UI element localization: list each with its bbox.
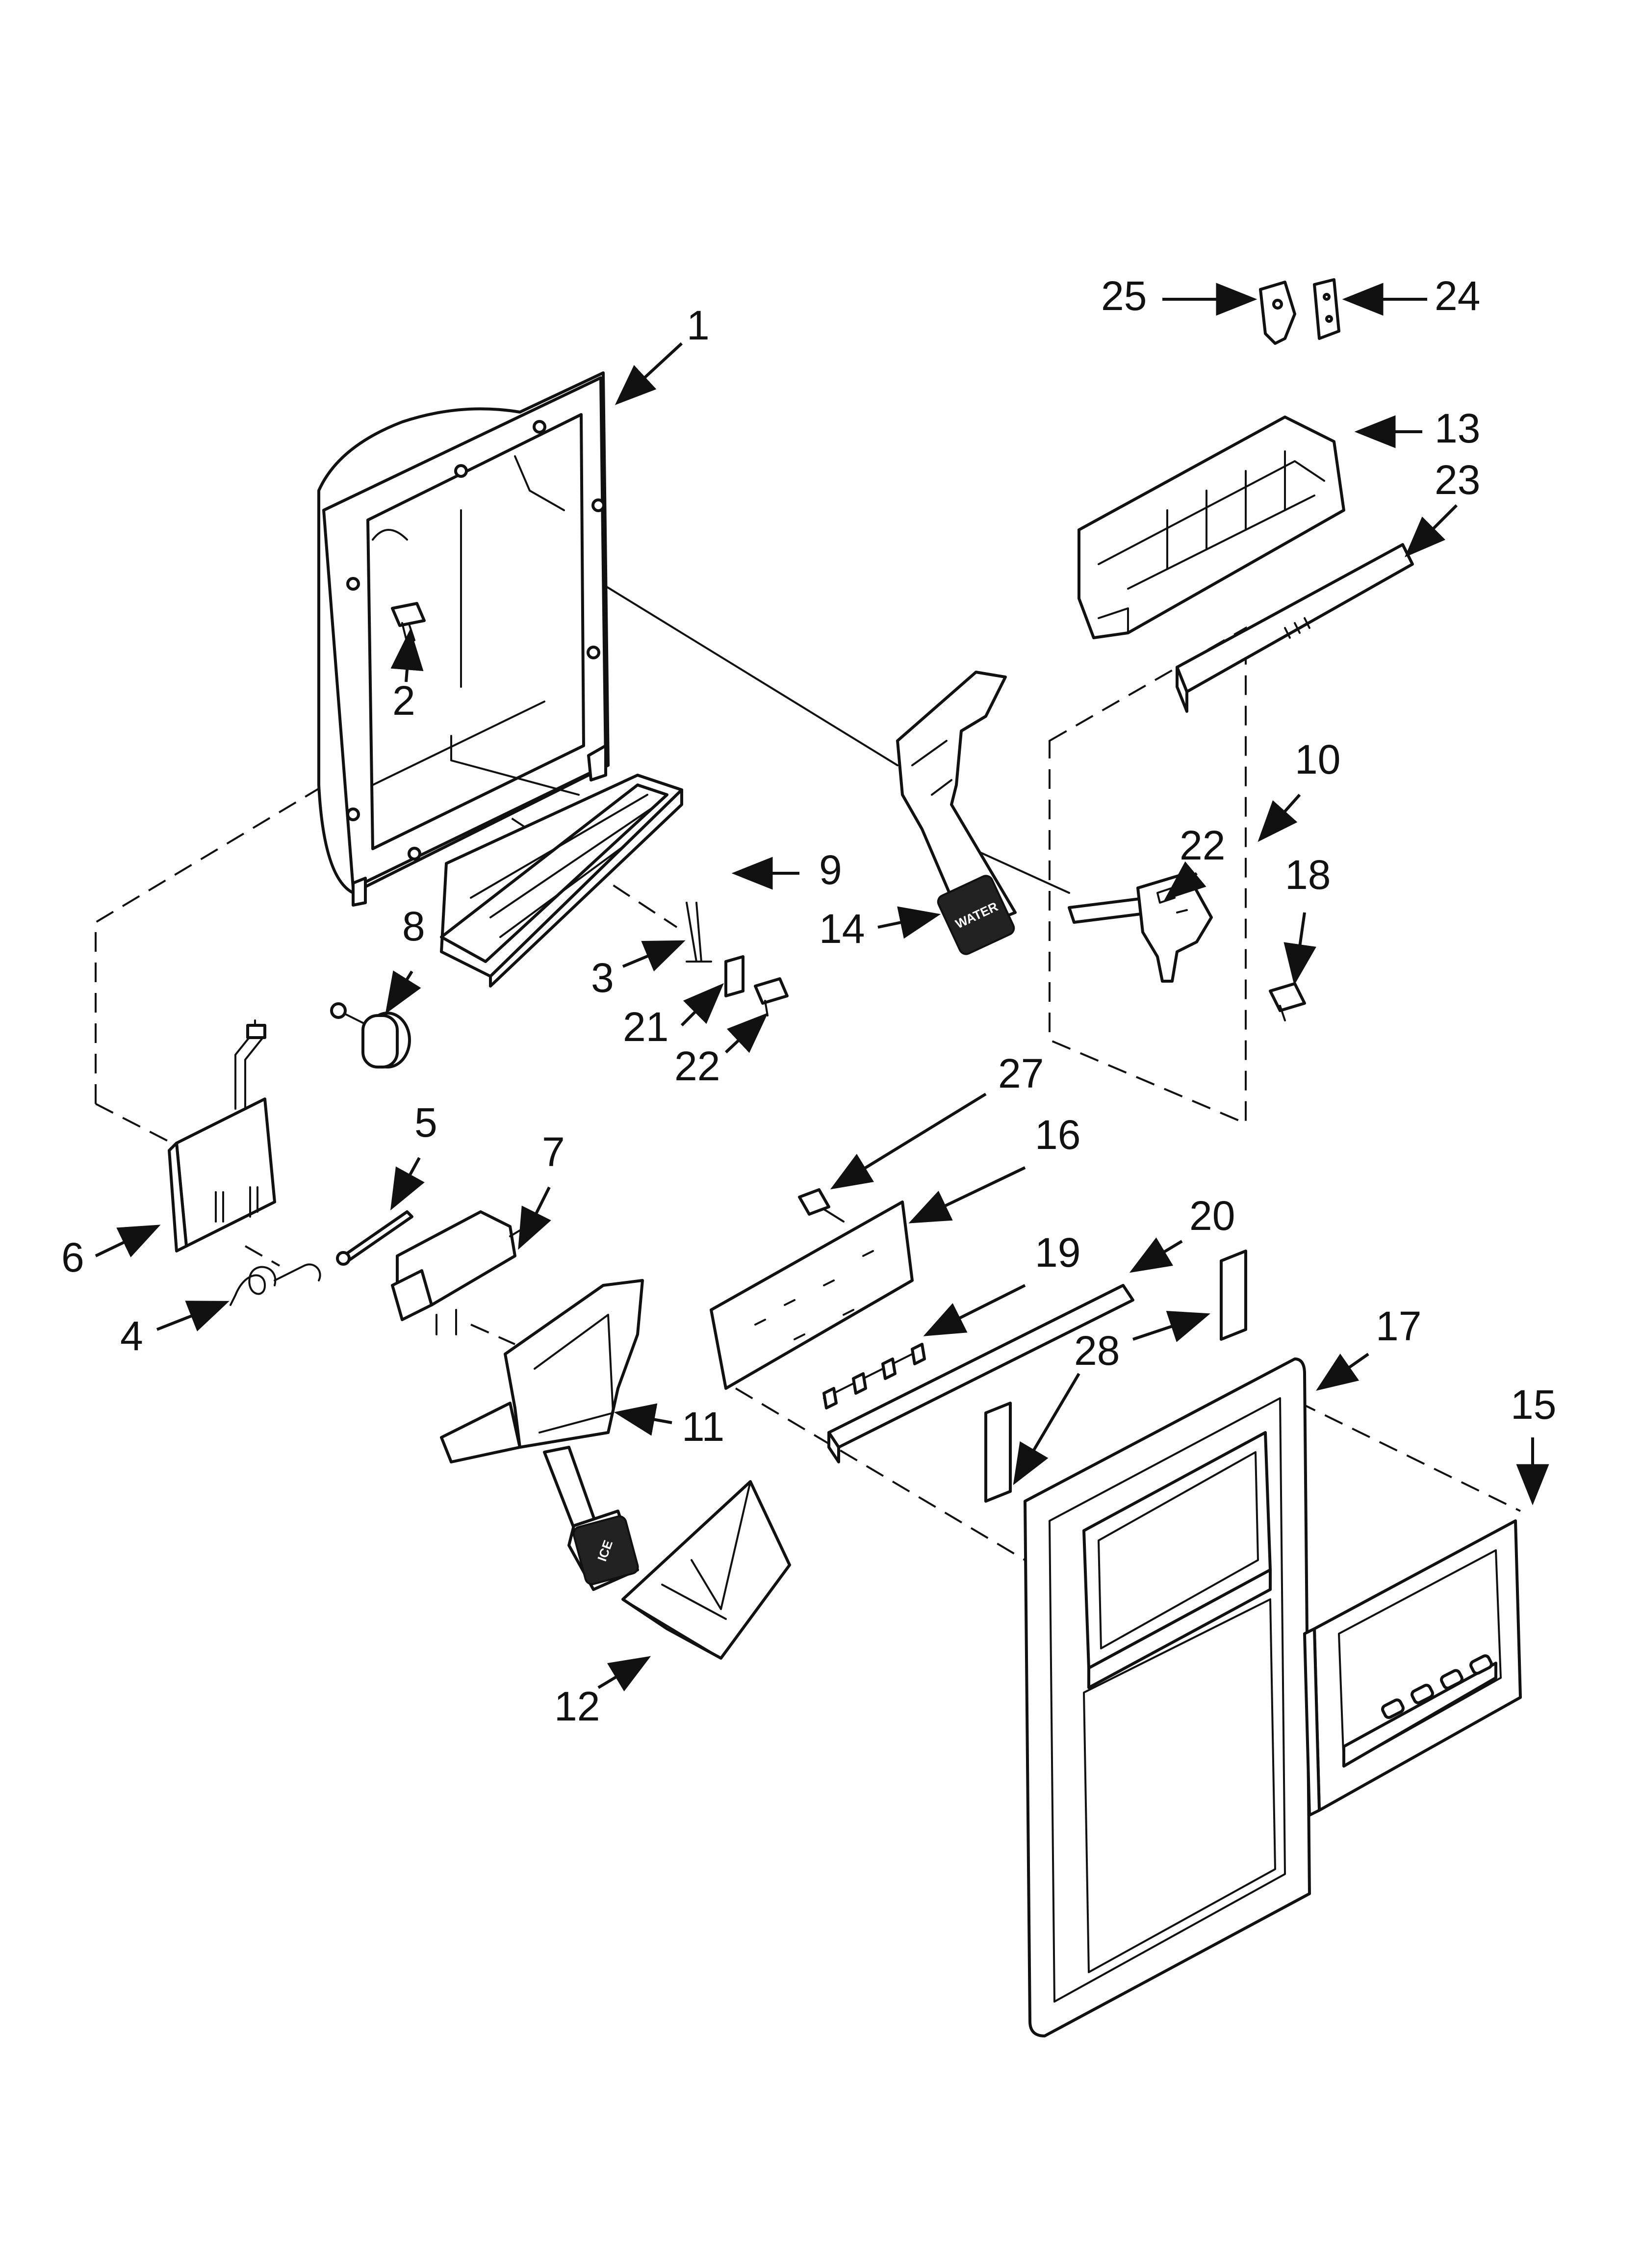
callout-27: 27	[830, 1050, 1044, 1190]
callout-8: 8	[385, 903, 425, 1015]
callout-3: 3	[591, 940, 686, 1001]
callout-6-label: 6	[61, 1234, 84, 1280]
part-27-screw	[798, 1188, 845, 1223]
part-28-insulation-block-lower	[984, 1402, 1012, 1503]
callout-7-label: 7	[542, 1129, 565, 1175]
callout-24: 24	[1342, 273, 1480, 319]
part-25-switch	[1259, 281, 1296, 345]
callout-10: 10	[1257, 736, 1340, 842]
callout-9-label: 9	[819, 847, 842, 893]
callout-27-label: 27	[998, 1050, 1044, 1096]
callout-23-label: 23	[1435, 457, 1480, 503]
callout-21-label: 21	[623, 1004, 668, 1050]
callout-14-label: 14	[819, 906, 865, 952]
part-4-torsion-spring	[230, 1263, 321, 1306]
part-7-actuator-arm	[391, 1210, 536, 1335]
callout-12-label: 12	[554, 1683, 600, 1729]
part-5-pin	[336, 1210, 413, 1266]
part-13-control-housing	[1078, 416, 1345, 639]
callout-5: 5	[390, 1099, 437, 1211]
part-14-water-lever: WATER	[896, 671, 1017, 955]
callout-19: 19	[923, 1229, 1080, 1336]
callout-17-label: 17	[1376, 1303, 1421, 1349]
callout-5-label: 5	[414, 1099, 437, 1146]
callout-22-lower-label: 22	[674, 1043, 720, 1089]
part-23-circuit-strip	[1176, 543, 1414, 713]
callout-22-upper-label: 22	[1180, 822, 1225, 868]
part-22-switch-bracket	[1068, 872, 1213, 983]
part-6-solenoid	[168, 1019, 276, 1252]
callout-2-label: 2	[392, 678, 415, 724]
part-2-screw	[391, 602, 426, 644]
callout-13: 13	[1354, 405, 1480, 451]
part-21-bracket	[724, 955, 744, 997]
callout-22-lower: 22	[674, 1013, 769, 1089]
part-15-control-cover	[1303, 1519, 1522, 1817]
part-17-dispenser-front	[1024, 1357, 1311, 2037]
callout-18-label: 18	[1285, 852, 1331, 898]
callout-7: 7	[518, 1129, 565, 1250]
callout-28: 28	[1013, 1311, 1210, 1486]
callout-15: 15	[1511, 1382, 1556, 1506]
part-1-dispenser-housing	[317, 371, 610, 907]
part-28-insulation-block-upper	[1220, 1250, 1247, 1341]
callout-15-label: 15	[1511, 1382, 1556, 1428]
part-19-led-strip	[822, 1343, 926, 1409]
part-11-ice-lever: ICE	[440, 1279, 644, 1591]
callout-25: 25	[1101, 273, 1257, 319]
part-12-ice-chute	[621, 1480, 791, 1660]
callout-14: 14	[819, 906, 941, 952]
callout-25-label: 25	[1101, 273, 1147, 319]
part-8-shaft-knob	[330, 1002, 411, 1069]
callout-1: 1	[615, 302, 710, 405]
callout-18: 18	[1283, 852, 1331, 986]
callout-21: 21	[623, 983, 724, 1050]
callout-8-label: 8	[402, 903, 425, 949]
callout-3-label: 3	[591, 955, 614, 1001]
callout-12: 12	[554, 1656, 651, 1729]
callout-20: 20	[1129, 1193, 1235, 1273]
callout-11-label: 11	[682, 1404, 724, 1450]
callout-24-label: 24	[1435, 273, 1480, 319]
callout-23: 23	[1405, 457, 1480, 557]
callout-13-label: 13	[1435, 405, 1480, 451]
callout-16-label: 16	[1035, 1112, 1080, 1158]
part-9-drip-tray	[440, 774, 683, 988]
part-24-gasket	[1313, 278, 1340, 340]
callout-4-label: 4	[120, 1313, 143, 1359]
part-22-screw-lower	[754, 977, 789, 1017]
callout-10-label: 10	[1295, 736, 1340, 782]
callout-2: 2	[390, 628, 424, 724]
callout-22-upper: 22	[1164, 822, 1225, 901]
callout-19-label: 19	[1035, 1229, 1080, 1276]
callout-4: 4	[120, 1301, 230, 1359]
callout-6: 6	[61, 1225, 161, 1280]
callout-11: 11	[614, 1403, 724, 1450]
part-3-spring-clip	[686, 902, 712, 963]
callout-1-label: 1	[687, 302, 710, 348]
callout-9: 9	[731, 847, 842, 893]
callout-28-label: 28	[1074, 1328, 1120, 1374]
callout-17: 17	[1316, 1303, 1421, 1391]
part-18-screw	[1269, 982, 1306, 1021]
callout-20-label: 20	[1189, 1193, 1235, 1239]
callout-16: 16	[908, 1112, 1080, 1224]
part-20-light-bar	[827, 1284, 1134, 1463]
part-16-circuit-board	[710, 1200, 914, 1390]
